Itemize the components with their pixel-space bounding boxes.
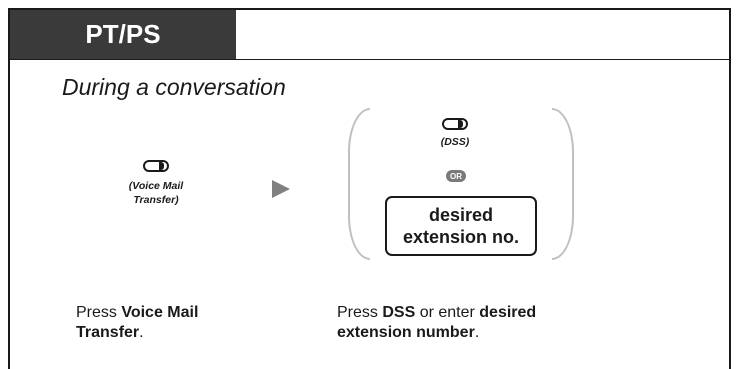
right-arrow-icon (272, 180, 290, 198)
left-bracket (348, 108, 370, 260)
step2-desc-prefix: Press (337, 304, 383, 321)
header-divider (10, 59, 731, 60)
extension-number-box: desired extension no. (385, 196, 537, 256)
step1-description: Press Voice Mail Transfer. (76, 303, 198, 343)
step1-key-label-line1: (Voice Mail (128, 180, 184, 192)
context-text: During a conversation (62, 74, 286, 100)
step2-desc-mid: or enter (415, 304, 480, 321)
step1-key-label-line2: Transfer) (133, 194, 179, 206)
box-line1: desired (428, 205, 494, 225)
dss-key-label: (DSS) (440, 136, 470, 148)
right-bracket (552, 108, 574, 260)
header-tab: PT/PS (10, 10, 236, 59)
step2-desc-bold2: desired (479, 304, 537, 321)
step1-key-label: (Voice Mail Transfer) (110, 179, 202, 207)
step2-desc-suffix: . (474, 324, 480, 341)
step2-description: Press DSS or enter desired extension num… (337, 303, 536, 343)
step1-desc-suffix: . (139, 324, 144, 341)
procedure-frame (8, 8, 731, 369)
step2-desc-bold1: DSS (382, 304, 416, 321)
step1-desc-prefix: Press (76, 304, 122, 321)
box-line2: extension no. (402, 227, 519, 247)
step1-desc-bold2: Transfer (76, 324, 140, 341)
flexible-button-icon (442, 118, 468, 130)
step1-desc-bold1: Voice Mail (121, 304, 199, 321)
step2-desc-bold3: extension number (337, 324, 475, 341)
flexible-button-icon (143, 160, 169, 172)
or-badge: OR (446, 170, 466, 182)
